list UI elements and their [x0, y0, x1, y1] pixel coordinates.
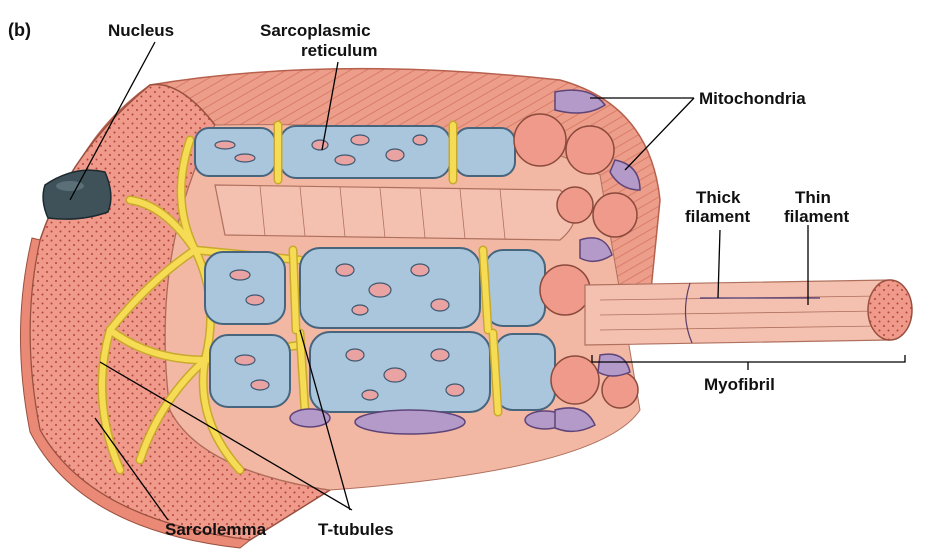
t-tubule-bands [273, 120, 503, 417]
myofibril-end [867, 279, 913, 341]
label-myofibril: Myofibril [704, 375, 775, 394]
leader-lines [69, 41, 906, 521]
label-sarcolemma: Sarcolemma [165, 520, 267, 539]
label-thick-line1: Thick [696, 188, 741, 207]
nucleus-shape [42, 169, 112, 220]
myofibril-end-caps [513, 89, 641, 433]
label-thick-line2: filament [685, 207, 751, 226]
sarcoplasmic-reticulum [194, 125, 556, 413]
label-thin-line2: filament [784, 207, 850, 226]
label-t-tubules: T-tubules [318, 520, 394, 539]
extending-myofibril [584, 279, 891, 346]
label-nucleus: Nucleus [108, 21, 174, 40]
label-sarcoplasmic-line2: reticulum [301, 41, 378, 60]
label-thin-line1: Thin [795, 188, 831, 207]
panel-label: (b) [8, 20, 31, 40]
label-mitochondria: Mitochondria [699, 89, 806, 108]
label-sarcoplasmic-line1: Sarcoplasmic [260, 21, 371, 40]
upper-myofibril [214, 184, 576, 241]
sarcolemma-edge [19, 237, 252, 549]
